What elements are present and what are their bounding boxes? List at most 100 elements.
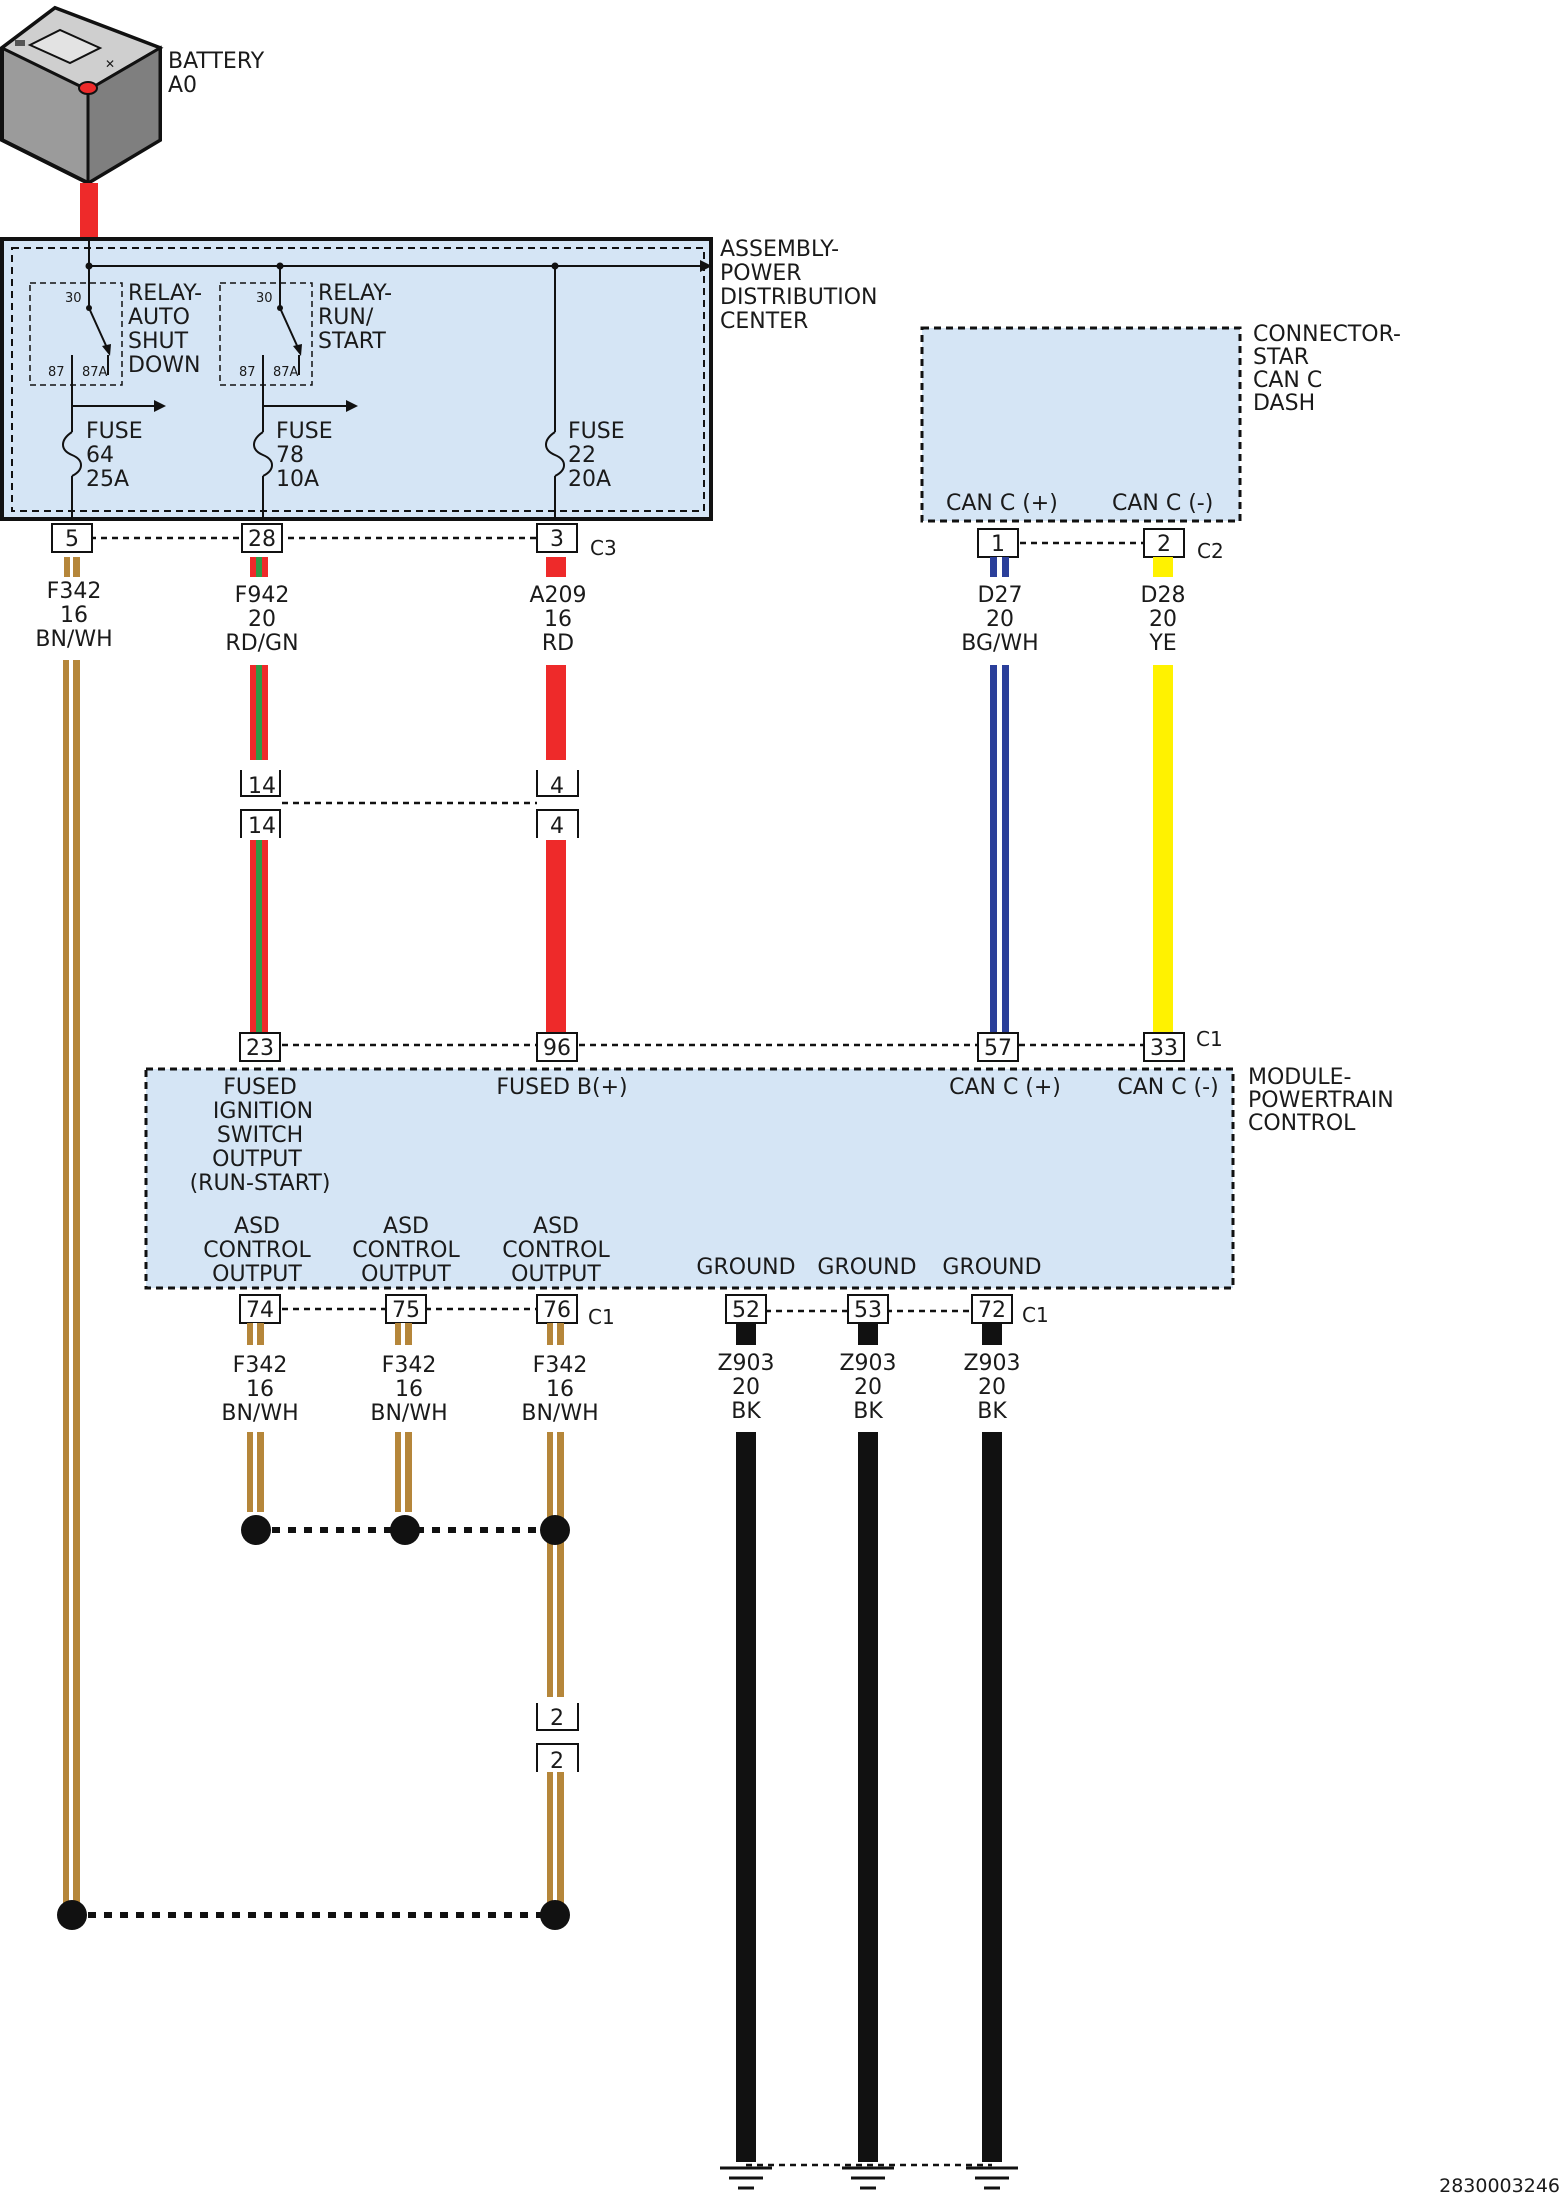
splice-node-4 <box>57 1900 87 1930</box>
pcm-fused-ign-2: IGNITION <box>213 1099 313 1124</box>
pcm-asd3-3: OUTPUT <box>511 1262 601 1287</box>
wireb1-gauge: 16 <box>246 1377 274 1402</box>
lower-inline-pin-lower: 2 <box>550 1749 564 1774</box>
fuse-22-icon <box>545 266 565 519</box>
star-name-2: STAR <box>1253 345 1309 370</box>
fuse2-l2: 78 <box>276 443 304 468</box>
wire3-color: RD <box>542 631 574 656</box>
battery-name: BATTERY <box>168 49 265 74</box>
wirez1-circuit: Z903 <box>717 1351 774 1376</box>
pcm-pin-74: 74 <box>246 1298 274 1323</box>
wire5-color: YE <box>1148 631 1176 656</box>
relay1-pin87: 87 <box>48 365 65 380</box>
pcm-ground-3: GROUND <box>942 1255 1041 1280</box>
pcm-asd1-1: ASD <box>234 1214 280 1239</box>
pcm-pin-23: 23 <box>246 1036 274 1061</box>
wirez3-color: BK <box>977 1399 1007 1424</box>
pcm-connector-bottom-c1-gnd: C1 <box>1022 1303 1049 1327</box>
fuse2-l3: 10A <box>276 467 319 492</box>
pcm-ground-1: GROUND <box>696 1255 795 1280</box>
relay2-label-3: START <box>318 329 386 354</box>
wire5-circuit: D28 <box>1141 583 1186 608</box>
lower-inline-pin-upper: 2 <box>550 1706 564 1731</box>
wirez1-color: BK <box>731 1399 761 1424</box>
wire-f942 <box>250 557 268 1034</box>
pcm-box <box>144 1067 1235 1290</box>
pcm-asd3-1: ASD <box>533 1214 579 1239</box>
wireb2-color: BN/WH <box>370 1401 447 1426</box>
wire1-color: BN/WH <box>35 627 112 652</box>
wire2-gauge: 20 <box>248 607 276 632</box>
wire-d28 <box>1153 557 1173 1033</box>
ground-symbol-icon <box>720 2166 772 2190</box>
pcm-connector-top-c1: C1 <box>1196 1027 1223 1051</box>
wire-d27 <box>990 557 1009 1033</box>
wirez1-gauge: 20 <box>732 1375 760 1400</box>
inline-pin-4-upper: 4 <box>550 774 564 799</box>
svg-text:✕: ✕ <box>105 57 115 71</box>
wire2-circuit: F942 <box>235 583 290 608</box>
pcm-pin-72: 72 <box>978 1298 1006 1323</box>
ground-symbol-icon <box>842 2166 894 2190</box>
pcm-pin-96: 96 <box>543 1036 571 1061</box>
wire-f342-asd <box>247 1323 564 1915</box>
ground-symbol-icon <box>966 2166 1018 2190</box>
relay2-label-1: RELAY- <box>318 281 392 306</box>
pcm-pin-53: 53 <box>854 1298 882 1323</box>
relay-run-start <box>219 266 358 412</box>
wire-f342-main <box>63 557 80 1915</box>
pcm-asd1-2: CONTROL <box>203 1238 311 1263</box>
pcm-pin-57: 57 <box>984 1036 1012 1061</box>
battery-icon: ✕ <box>0 5 164 186</box>
fuse3-l1: FUSE <box>568 419 625 444</box>
splice-node-2 <box>390 1515 420 1545</box>
pcm-can-plus: CAN C (+) <box>949 1075 1061 1100</box>
inline-pin-14-lower: 14 <box>248 814 276 839</box>
pdc-connector-c3: C3 <box>590 536 617 560</box>
wireb3-color: BN/WH <box>521 1401 598 1426</box>
relay-auto-shut-down <box>29 266 166 412</box>
wire4-gauge: 20 <box>986 607 1014 632</box>
pcm-fused-ign-4: OUTPUT <box>212 1147 302 1172</box>
pcm-pin-33: 33 <box>1150 1036 1178 1061</box>
relay2-label-2: RUN/ <box>318 305 374 330</box>
wirez2-color: BK <box>853 1399 883 1424</box>
figure-id: 2830003246 <box>1439 2175 1560 2197</box>
relay1-label-3: SHUT <box>128 329 189 354</box>
star-name-4: DASH <box>1253 391 1315 416</box>
wireb1-circuit: F342 <box>233 1353 288 1378</box>
pdc-pin-28: 28 <box>248 527 276 552</box>
pcm-asd3-2: CONTROL <box>502 1238 610 1263</box>
pdc-name-3: DISTRIBUTION <box>720 285 878 310</box>
wire1-circuit: F342 <box>47 579 102 604</box>
fuse-64-icon <box>62 406 82 519</box>
star-term-plus: CAN C (+) <box>946 491 1058 516</box>
star-name-3: CAN C <box>1253 368 1322 393</box>
battery-code: A0 <box>168 73 197 98</box>
pcm-name-1: MODULE- <box>1248 1065 1351 1090</box>
wire2-color: RD/GN <box>225 631 298 656</box>
pcm-asd2-2: CONTROL <box>352 1238 460 1263</box>
wireb2-gauge: 16 <box>395 1377 423 1402</box>
pcm-pin-76: 76 <box>543 1298 571 1323</box>
pdc-pin-5: 5 <box>65 527 79 552</box>
wireb2-circuit: F342 <box>382 1353 437 1378</box>
wire4-color: BG/WH <box>961 631 1038 656</box>
inline-pin-14-upper: 14 <box>248 774 276 799</box>
pcm-connector-bottom-c1-asd: C1 <box>588 1305 615 1329</box>
wirez3-gauge: 20 <box>978 1375 1006 1400</box>
star-term-minus: CAN C (-) <box>1112 491 1213 516</box>
relay1-pin30: 30 <box>65 291 82 306</box>
pcm-name-3: CONTROL <box>1248 1111 1356 1136</box>
relay1-label-2: AUTO <box>128 305 190 330</box>
splice-node-5 <box>540 1900 570 1930</box>
relay2-pin87: 87 <box>239 365 256 380</box>
pdc-box <box>0 237 713 521</box>
fuse1-l1: FUSE <box>86 419 143 444</box>
wire-a209 <box>546 557 566 1034</box>
pdc-name-4: CENTER <box>720 309 808 334</box>
relay1-label-4: DOWN <box>128 353 200 378</box>
fuse1-l2: 64 <box>86 443 114 468</box>
wirez2-gauge: 20 <box>854 1375 882 1400</box>
